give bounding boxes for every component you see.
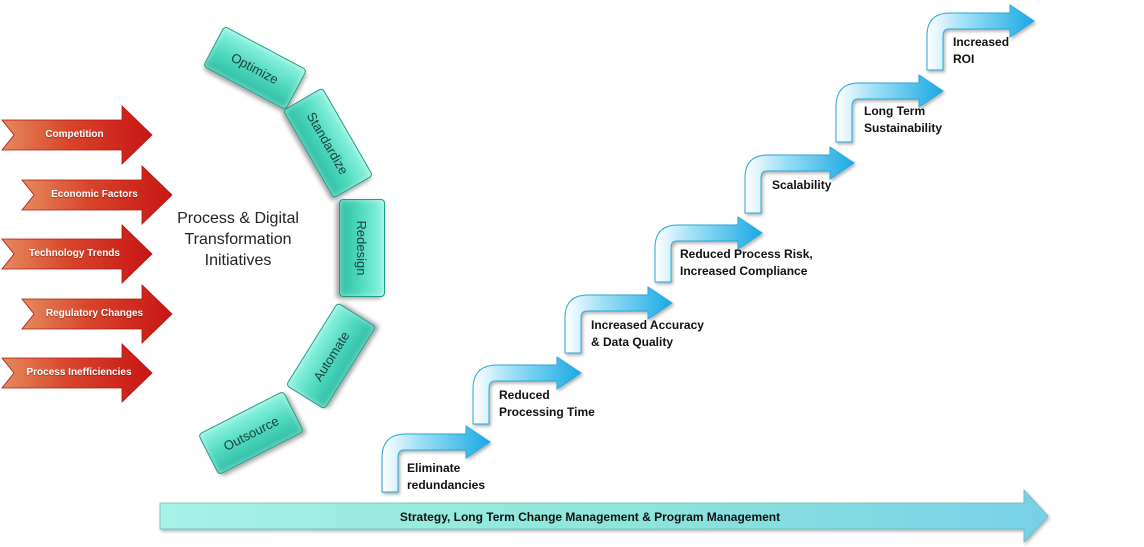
step-line: ROI xyxy=(953,52,975,66)
driver-label: Competition xyxy=(45,129,104,140)
driver-arrow-process-inefficiencies: Process Inefficiencies xyxy=(1,342,154,404)
initiative-label: Outsource xyxy=(220,412,282,454)
step-line: Reduced Process Risk, xyxy=(680,247,813,261)
step-arrow-4 xyxy=(654,216,763,283)
step-line: Processing Time xyxy=(499,405,595,419)
step-arrow-7 xyxy=(926,4,1035,71)
step-line: Increased Accuracy xyxy=(591,318,704,332)
step-line: Scalability xyxy=(772,178,832,192)
step-line: Increased Compliance xyxy=(680,264,808,278)
step-line: redundancies xyxy=(407,478,486,492)
step-line: Increased xyxy=(953,35,1010,49)
step-arrow-1 xyxy=(381,425,491,493)
banner-label: Strategy, Long Term Change Management & … xyxy=(399,510,781,524)
initiative-redesign: Redesign xyxy=(339,199,385,297)
step-line: Reduced xyxy=(499,388,550,402)
driver-label: Technology Trends xyxy=(29,248,120,259)
step-arrow-5 xyxy=(744,146,855,214)
step-label-5: Scalability xyxy=(772,177,831,194)
step-label-6: Long Term Sustainability xyxy=(864,103,942,137)
step-label-3: Increased Accuracy & Data Quality xyxy=(591,317,704,351)
step-arrow-3 xyxy=(564,286,673,354)
step-label-4: Reduced Process Risk, Increased Complian… xyxy=(680,246,813,280)
initiative-label: Redesign xyxy=(354,220,370,276)
center-title: Process & Digital Transformation Initiat… xyxy=(177,210,299,269)
step-line: Sustainability xyxy=(864,121,943,135)
initiative-label: Optimize xyxy=(228,49,282,87)
step-label-7: Increased ROI xyxy=(953,34,1009,68)
driver-arrow-competition: Competition xyxy=(1,104,154,166)
driver-label: Economic Factors xyxy=(51,189,138,200)
step-arrow-6 xyxy=(835,74,944,143)
step-arrow-2 xyxy=(472,356,582,425)
step-line: Eliminate xyxy=(407,461,461,475)
step-label-2: Reduced Processing Time xyxy=(499,387,595,421)
banner-arrow xyxy=(159,488,1049,544)
driver-arrow-technology-trends: Technology Trends xyxy=(1,223,154,285)
driver-label: Regulatory Changes xyxy=(45,308,144,319)
initiative-label: Automate xyxy=(309,328,353,384)
step-line: & Data Quality xyxy=(591,335,674,349)
driver-arrow-economic-factors: Economic Factors xyxy=(21,164,174,226)
stair-steps xyxy=(381,4,1035,493)
driver-arrow-regulatory-changes: Regulatory Changes xyxy=(21,283,174,345)
step-line: Long Term xyxy=(864,104,926,118)
step-label-1: Eliminate redundancies xyxy=(407,460,485,494)
driver-label: Process Inefficiencies xyxy=(26,367,132,378)
